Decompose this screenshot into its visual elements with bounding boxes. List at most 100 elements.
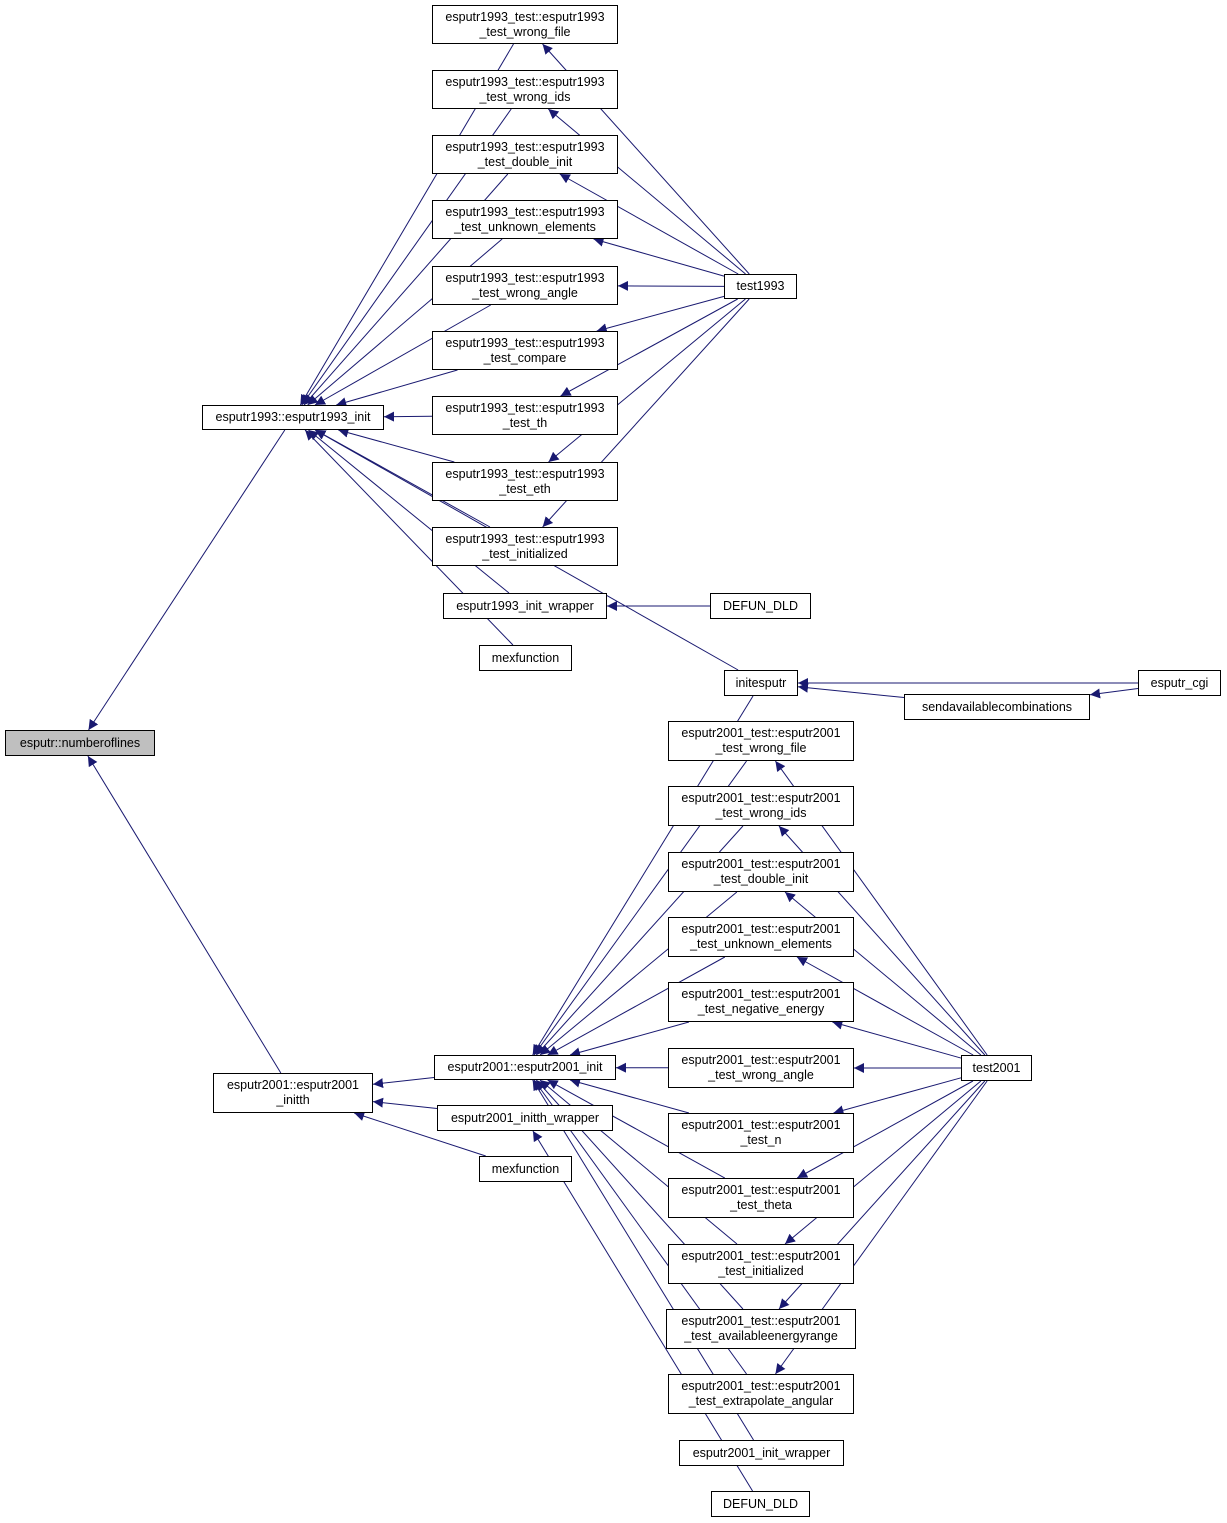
edge-test1993-to-t93_unknown (593, 236, 725, 277)
node-label-line2: _test_negative_energy (697, 1002, 825, 1016)
node-label-line1: esputr1993_test::esputr1993 (445, 335, 605, 350)
node-t01-wrong-angle[interactable]: esputr2001_test::esputr2001_test_wrong_a… (668, 1048, 854, 1088)
node-label-line2: _test_wrong_ids (715, 806, 807, 820)
node-t93-th[interactable]: esputr1993_test::esputr1993_test_th (432, 396, 618, 435)
node-mexfunction-2001[interactable]: mexfunction (479, 1156, 572, 1182)
node-label: esputr::numberoflines (19, 735, 141, 750)
node-t01-wrong-file[interactable]: esputr2001_test::esputr2001_test_wrong_f… (668, 721, 854, 761)
node-label: esputr2001_initth_wrapper (450, 1110, 600, 1125)
edge-t01_neg_energy-to-e2001_init (569, 1021, 690, 1058)
node-label-line1: esputr1993_test::esputr1993 (445, 204, 605, 219)
node-label-line2: _test_unknown_elements (690, 937, 832, 951)
node-label-line2: _test_compare (483, 350, 567, 365)
edge-sendavail-to-initesputr (797, 682, 905, 699)
edge-test2001-to-t01_neg_energy (832, 1019, 962, 1059)
node-label-line2: _test_initialized (482, 546, 568, 561)
edge-t01_n-to-e2001_init (569, 1077, 690, 1114)
node-label-line1: esputr2001_test::esputr2001 (681, 987, 841, 1001)
edge-t93_initialized-to-e1993_init (315, 429, 491, 528)
node-t01-unknown-elements[interactable]: esputr2001_test::esputr2001_test_unknown… (668, 917, 854, 957)
edge-test2001-to-t01_unknown (796, 956, 974, 1056)
edge-t93_compare-to-e1993_init (336, 369, 458, 408)
node-label-line2: _test_wrong_ids (479, 89, 571, 104)
node-label-line1: esputr2001_test::esputr2001 (681, 726, 841, 740)
node-label: initesputr (735, 675, 787, 690)
node-t01-double-init[interactable]: esputr2001_test::esputr2001_test_double_… (668, 852, 854, 892)
node-label-line2: _initth (276, 1093, 310, 1107)
node-label-line1: esputr2001_test::esputr2001 (681, 857, 841, 871)
node-label-line2: _test_wrong_angle (472, 285, 578, 300)
node-t93-unknown-elements[interactable]: esputr1993_test::esputr1993_test_unknown… (432, 200, 618, 239)
node-label-line2: _test_wrong_file (479, 24, 571, 39)
node-t01-initialized[interactable]: esputr2001_test::esputr2001_test_initial… (668, 1244, 854, 1284)
node-t01-n[interactable]: esputr2001_test::esputr2001_test_n (668, 1113, 854, 1153)
node-esputr2001-init[interactable]: esputr2001::esputr2001_init (434, 1055, 616, 1080)
node-label: test1993 (736, 279, 785, 293)
node-t01-extrapolate-angular[interactable]: esputr2001_test::esputr2001_test_extrapo… (668, 1374, 854, 1414)
node-label: esputr1993::esputr1993_init (215, 410, 371, 424)
node-esputr1993-init-wrapper[interactable]: esputr1993_init_wrapper (443, 593, 607, 619)
edge-t01_unknown-to-e2001_init (547, 956, 726, 1056)
node-t01-negative-energy[interactable]: esputr2001_test::esputr2001_test_negativ… (668, 982, 854, 1022)
node-t93-initialized[interactable]: esputr1993_test::esputr1993_test_initial… (432, 527, 618, 566)
edge-e1993_wrapper-to-e1993_init (308, 429, 510, 594)
edge-e2001_init-to-e2001_initth (372, 1077, 435, 1089)
edge-e2001_initth_wrapper-to-e2001_initth (372, 1097, 438, 1110)
node-t01-availableenergyrange[interactable]: esputr2001_test::esputr2001_test_availab… (666, 1309, 856, 1349)
node-label: mexfunction (491, 650, 560, 665)
edge-mex2-to-e2001_initth (354, 1111, 486, 1157)
node-t01-wrong-ids[interactable]: esputr2001_test::esputr2001_test_wrong_i… (668, 786, 854, 826)
node-label-line1: esputr1993_test::esputr1993 (445, 400, 605, 415)
node-initesputr[interactable]: initesputr (724, 670, 798, 696)
node-label-line1: esputr1993_test::esputr1993 (445, 466, 605, 481)
node-esputr1993-init[interactable]: esputr1993::esputr1993_init (202, 405, 384, 430)
node-t93-wrong-angle[interactable]: esputr1993_test::esputr1993_test_wrong_a… (432, 266, 618, 305)
node-label: test2001 (972, 1060, 1021, 1075)
node-t01-theta[interactable]: esputr2001_test::esputr2001_test_theta (668, 1178, 854, 1218)
node-label: DEFUN_DLD (722, 1496, 798, 1511)
node-label-line1: esputr2001_test::esputr2001 (681, 791, 841, 805)
node-label-line1: esputr2001_test::esputr2001 (681, 1183, 841, 1197)
node-defun-dld-1993[interactable]: DEFUN_DLD (710, 593, 811, 619)
node-numberoflines[interactable]: esputr::numberoflines (5, 730, 155, 756)
node-esputr2001-initth-wrapper[interactable]: esputr2001_initth_wrapper (437, 1105, 613, 1131)
node-label-line1: esputr1993_test::esputr1993 (445, 9, 605, 24)
node-label-line2: _test_double_init (713, 872, 809, 886)
edge-test1993-to-t93_eth (548, 298, 746, 463)
node-esputr2001-init-wrapper[interactable]: esputr2001_init_wrapper (679, 1440, 844, 1466)
node-label-line1: esputr2001_test::esputr2001 (681, 1118, 841, 1132)
node-sendavailablecombinations[interactable]: sendavailablecombinations (904, 694, 1090, 720)
node-t93-wrong-ids[interactable]: esputr1993_test::esputr1993_test_wrong_i… (432, 70, 618, 109)
edge-e1993_init-to-numberoflines (88, 429, 286, 731)
edge-t93_unknown-to-e1993_init (307, 238, 503, 406)
node-label-line1: esputr2001_test::esputr2001 (681, 1249, 841, 1263)
node-label-line2: _test_initialized (718, 1264, 804, 1278)
node-esputr-cgi[interactable]: esputr_cgi (1138, 670, 1221, 696)
node-label-line2: _test_n (740, 1133, 782, 1147)
node-t93-compare[interactable]: esputr1993_test::esputr1993_test_compare (432, 331, 618, 370)
edge-test1993-to-t93_compare (596, 295, 725, 334)
edge-test2001-to-t01_n (833, 1077, 962, 1116)
node-label: mexfunction (491, 1161, 560, 1176)
edge-e2001_initth-to-numberoflines (87, 755, 282, 1074)
node-label-line1: esputr1993_test::esputr1993 (445, 74, 605, 89)
node-label-line1: esputr1993_test::esputr1993 (445, 270, 605, 285)
node-defun-dld-2001[interactable]: DEFUN_DLD (711, 1491, 810, 1517)
node-t93-eth[interactable]: esputr1993_test::esputr1993_test_eth (432, 462, 618, 501)
node-label-line2: _test_extrapolate_angular (688, 1394, 834, 1408)
node-t93-wrong-file[interactable]: esputr1993_test::esputr1993_test_wrong_f… (432, 5, 618, 44)
node-esputr2001-initth[interactable]: esputr2001::esputr2001_initth (213, 1073, 373, 1113)
edge-t01_theta-to-e2001_init (547, 1079, 726, 1179)
edge-test2001-to-t01_theta (796, 1080, 974, 1179)
node-label-line2: _test_double_init (477, 154, 573, 169)
node-test2001[interactable]: test2001 (961, 1055, 1032, 1081)
edge-test1993-to-t93_th (560, 298, 738, 397)
node-label-line1: esputr2001_test::esputr2001 (681, 922, 841, 936)
node-label-line1: esputr1993_test::esputr1993 (445, 531, 605, 546)
node-mexfunction-1993[interactable]: mexfunction (479, 645, 572, 671)
edge-test2001-to-t01_initialized (784, 1080, 982, 1245)
node-label-line2: _test_theta (730, 1198, 792, 1212)
node-label-line2: _test_availableenergyrange (684, 1329, 838, 1343)
node-t93-double-init[interactable]: esputr1993_test::esputr1993_test_double_… (432, 135, 618, 174)
node-test1993[interactable]: test1993 (724, 274, 797, 299)
